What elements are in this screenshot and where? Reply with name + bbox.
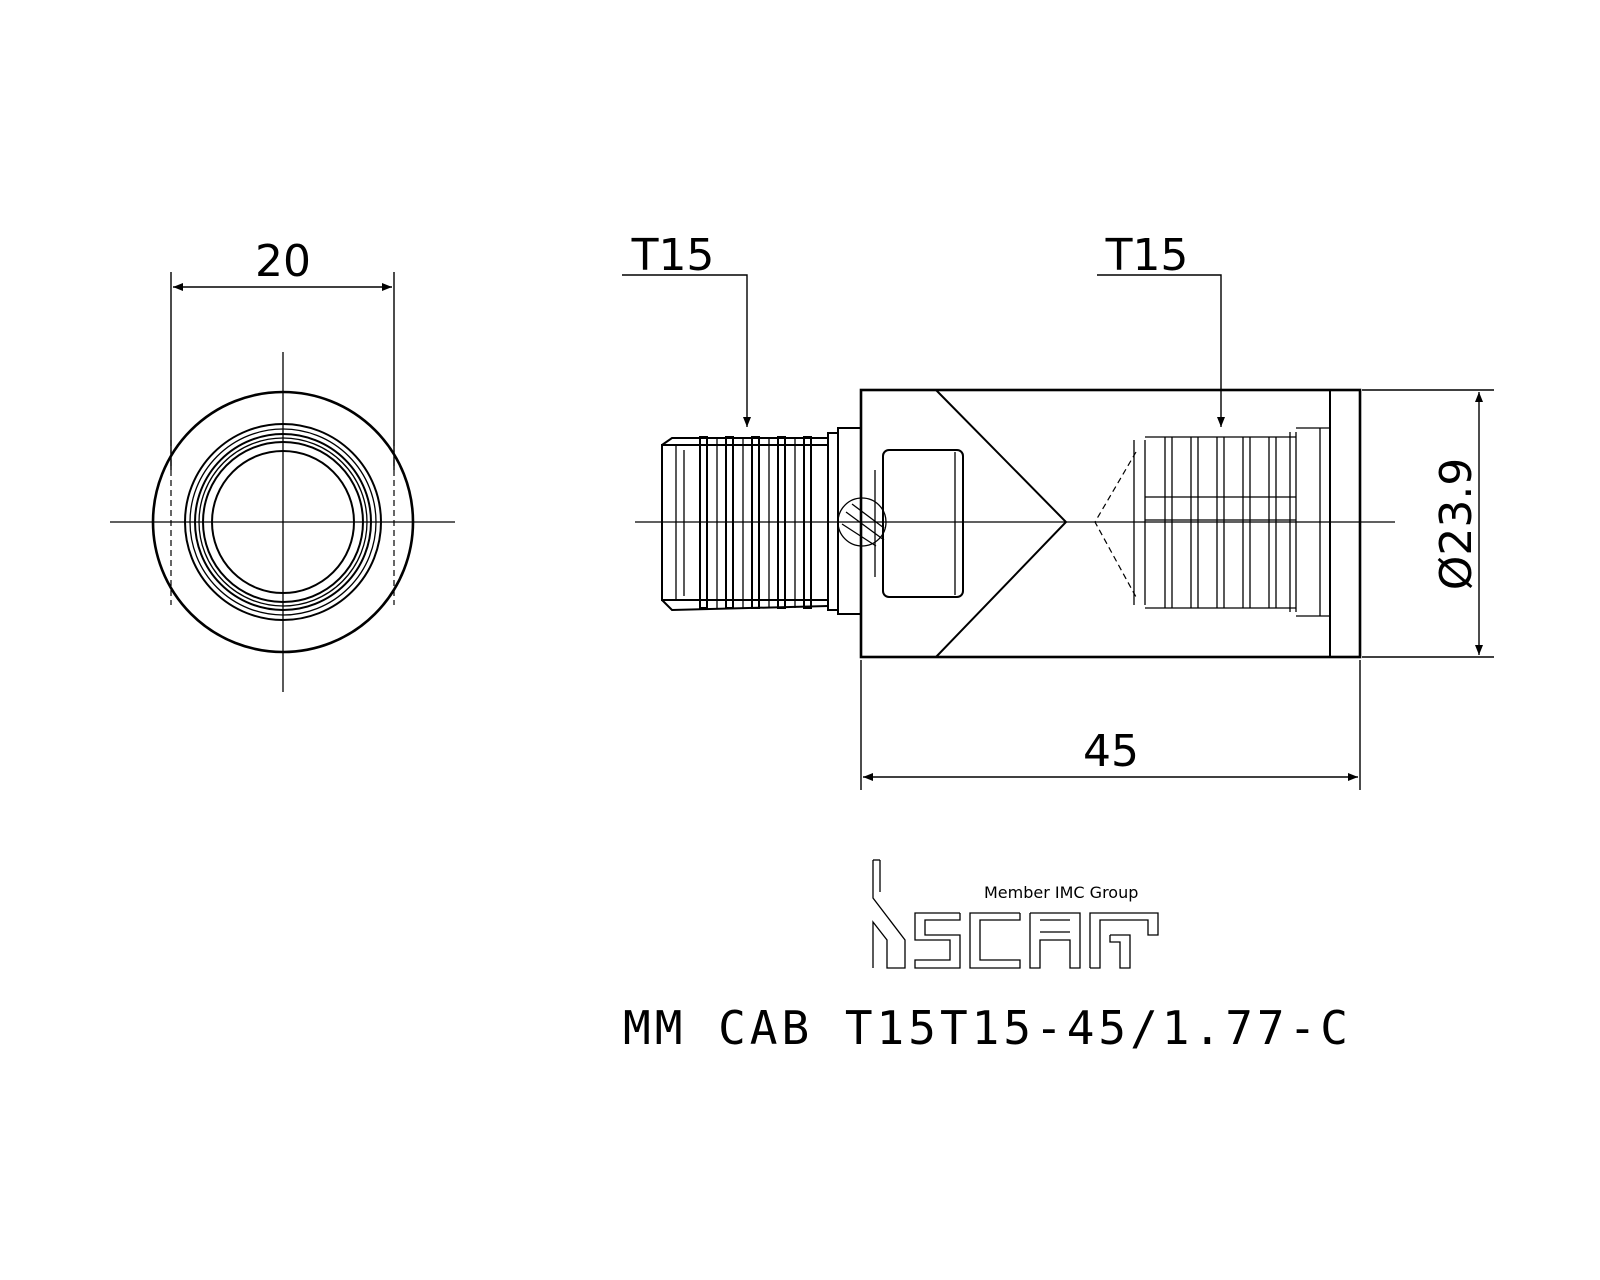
width-dimension-label: 20: [255, 236, 311, 287]
male-thread-ridges: [699, 436, 812, 609]
side-view: [622, 274, 1494, 790]
length-dimension-label: 45: [1083, 726, 1139, 777]
left-thread-callout: T15: [631, 230, 715, 281]
iscar-logo: [872, 859, 1159, 969]
logo-tagline: Member IMC Group: [984, 883, 1138, 902]
part-number-title: MM CAB T15T15-45/1.77-C: [623, 1001, 1352, 1055]
female-thread-hidden: [1094, 427, 1330, 617]
diameter-dimension-label: Ø23.9: [1431, 458, 1482, 591]
end-view: [110, 272, 455, 692]
right-thread-callout: T15: [1105, 230, 1189, 281]
